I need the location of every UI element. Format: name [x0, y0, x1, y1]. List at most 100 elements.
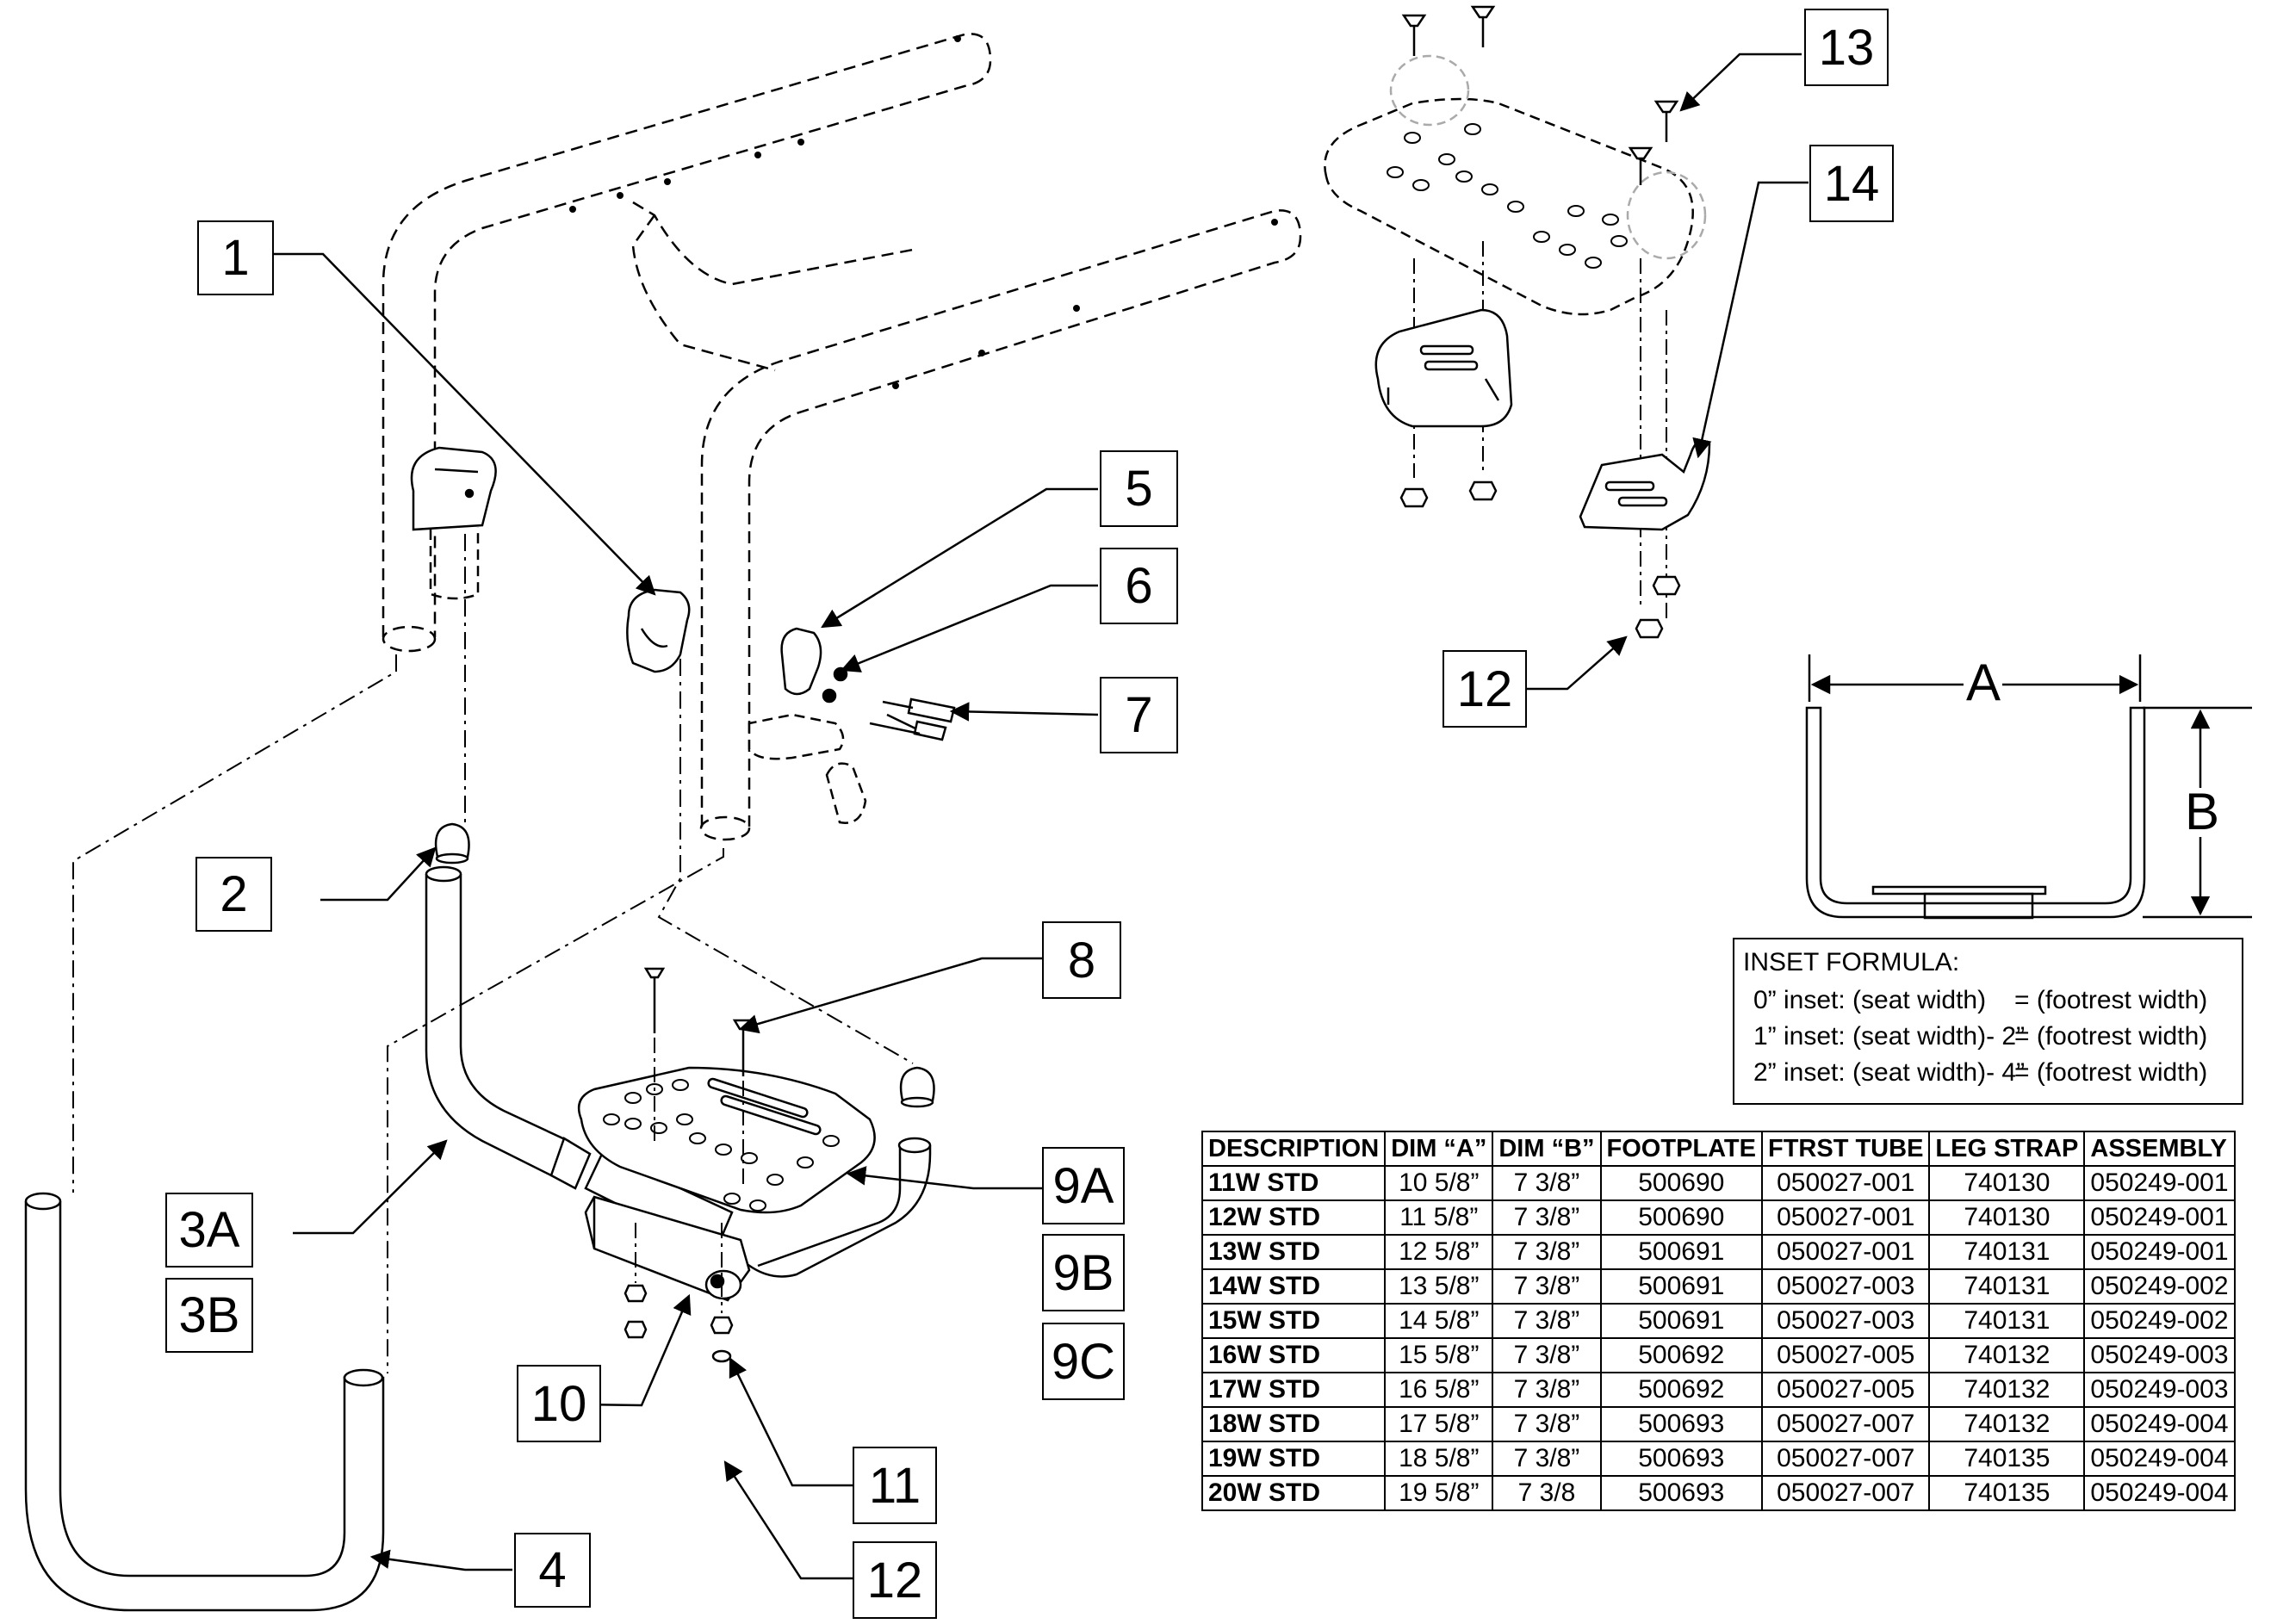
cell-dim-b: 7 3/8”	[1492, 1406, 1602, 1442]
inset-formula-line-0-right: = (footrest width)	[2014, 986, 2208, 1014]
cell-footplate: 500691	[1599, 1234, 1763, 1270]
inset-formula-line-2-left: 2” inset: (seat width)- 4”	[1753, 1058, 2026, 1087]
inset-formula-box: INSET FORMULA: 0” inset: (seat width) = …	[1733, 938, 2243, 1105]
callout-14: 14	[1809, 145, 1894, 222]
cell-ftrst-tube: 050027-005	[1760, 1372, 1931, 1408]
cell-ftrst-tube: 050027-007	[1760, 1406, 1931, 1442]
cell-assembly: 050249-002	[2083, 1303, 2236, 1339]
cell-dim-b: 7 3/8”	[1492, 1268, 1602, 1305]
cell-dim-b: 7 3/8”	[1492, 1234, 1602, 1270]
cell-dim-a: 11 5/8”	[1384, 1199, 1494, 1236]
cell-description: 13W STD	[1201, 1234, 1387, 1270]
callout-8: 8	[1042, 921, 1121, 999]
cell-ftrst-tube: 050027-007	[1760, 1475, 1931, 1511]
upper-nuts	[1399, 480, 1681, 639]
callout-12-upper: 12	[1443, 650, 1527, 728]
footrest-tube-4	[24, 1192, 385, 1612]
cell-description: 14W STD	[1201, 1268, 1387, 1305]
cell-assembly: 050249-001	[2083, 1165, 2236, 1201]
inset-formula-line-2-right: = (footrest width)	[2014, 1058, 2208, 1087]
cell-ftrst-tube: 050027-005	[1760, 1337, 1931, 1373]
callout-9a: 9A	[1042, 1147, 1125, 1224]
callout-11: 11	[853, 1447, 937, 1524]
clamp-assembly	[626, 588, 956, 824]
cell-dim-a: 18 5/8”	[1384, 1441, 1494, 1477]
cell-ftrst-tube: 050027-001	[1760, 1199, 1931, 1236]
cell-assembly: 050249-003	[2083, 1372, 2236, 1408]
cell-dim-a: 16 5/8”	[1384, 1372, 1494, 1408]
cell-dim-b: 7 3/8”	[1492, 1337, 1602, 1373]
cell-description: 17W STD	[1201, 1372, 1387, 1408]
cell-dim-a: 10 5/8”	[1384, 1165, 1494, 1201]
header-assembly: ASSEMBLY	[2083, 1131, 2236, 1167]
callout-5: 5	[1100, 450, 1178, 527]
callout-2: 2	[195, 857, 272, 932]
cell-leg-strap: 740131	[1928, 1234, 2086, 1270]
cell-dim-b: 7 3/8	[1492, 1475, 1602, 1511]
cell-footplate: 500693	[1599, 1441, 1763, 1477]
cell-leg-strap: 740131	[1928, 1303, 2086, 1339]
cell-description: 20W STD	[1201, 1475, 1387, 1511]
inset-formula-line-1-left: 1” inset: (seat width)- 2”	[1753, 1022, 2026, 1051]
cell-footplate: 500691	[1599, 1268, 1763, 1305]
cell-ftrst-tube: 050027-001	[1760, 1234, 1931, 1270]
cell-ftrst-tube: 050027-003	[1760, 1303, 1931, 1339]
callout-3b: 3B	[165, 1278, 253, 1353]
cell-dim-b: 7 3/8”	[1492, 1441, 1602, 1477]
cell-assembly: 050249-002	[2083, 1268, 2236, 1305]
cell-ftrst-tube: 050027-003	[1760, 1268, 1931, 1305]
cell-footplate: 500693	[1599, 1406, 1763, 1442]
cell-dim-a: 19 5/8”	[1384, 1475, 1494, 1511]
cell-dim-b: 7 3/8”	[1492, 1303, 1602, 1339]
cell-description: 18W STD	[1201, 1406, 1387, 1442]
callout-1: 1	[197, 220, 274, 295]
header-description: DESCRIPTION	[1201, 1131, 1387, 1167]
header-leg-strap: LEG STRAP	[1928, 1131, 2086, 1167]
cell-ftrst-tube: 050027-007	[1760, 1441, 1931, 1477]
end-caps	[434, 822, 935, 1108]
header-ftrst-tube: FTRST TUBE	[1760, 1131, 1931, 1167]
inset-formula-line-0-left: 0” inset: (seat width)	[1753, 986, 1987, 1014]
callout-13: 13	[1804, 9, 1889, 86]
inset-formula-title: INSET FORMULA:	[1743, 948, 1960, 976]
header-footplate: FOOTPLATE	[1599, 1131, 1763, 1167]
cell-leg-strap: 740130	[1928, 1199, 2086, 1236]
dimension-a-label: A	[1966, 654, 2001, 711]
cell-description: 16W STD	[1201, 1337, 1387, 1373]
cell-leg-strap: 740135	[1928, 1441, 2086, 1477]
cell-footplate: 500692	[1599, 1337, 1763, 1373]
cell-assembly: 050249-004	[2083, 1475, 2236, 1511]
cell-ftrst-tube: 050027-001	[1760, 1165, 1931, 1201]
callout-9c: 9C	[1042, 1323, 1125, 1400]
table-header-row: DESCRIPTION DIM “A” DIM “B” FOOTPLATE FT…	[1201, 1131, 2236, 1167]
dimension-drawing	[1805, 654, 2252, 920]
cell-leg-strap: 740132	[1928, 1372, 2086, 1408]
cell-description: 12W STD	[1201, 1199, 1387, 1236]
upper-center-lines	[1413, 241, 1667, 620]
cell-leg-strap: 740130	[1928, 1165, 2086, 1201]
callout-9b: 9B	[1042, 1234, 1125, 1311]
cell-leg-strap: 740132	[1928, 1337, 2086, 1373]
tube-clamp	[584, 1195, 751, 1302]
cell-dim-b: 7 3/8”	[1492, 1165, 1602, 1201]
cell-dim-a: 17 5/8”	[1384, 1406, 1494, 1442]
cell-leg-strap: 740131	[1928, 1268, 2086, 1305]
callout-12-lower: 12	[853, 1541, 937, 1619]
lower-center-lines	[635, 1038, 744, 1313]
cell-dim-a: 12 5/8”	[1384, 1234, 1494, 1270]
header-dim-b: DIM “B”	[1492, 1131, 1602, 1167]
cell-footplate: 500691	[1599, 1303, 1763, 1339]
cell-dim-a: 15 5/8”	[1384, 1337, 1494, 1373]
leader-lines	[274, 53, 1809, 1580]
